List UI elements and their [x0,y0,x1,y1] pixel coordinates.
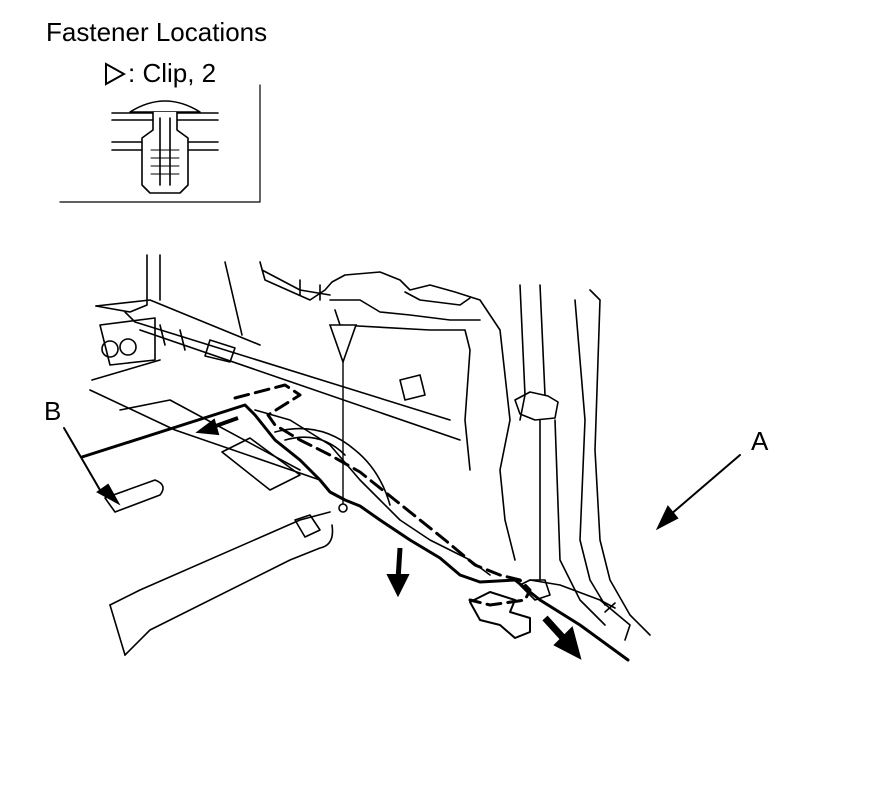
fastener-legend: : Clip, 2 [104,58,216,89]
clip-detail-inset [59,84,261,203]
harness-dashed-line [233,383,532,607]
callout-b-label: B [44,396,62,426]
callout-a-label: A [751,426,769,456]
callout-a-leader [669,454,741,516]
clip-triangle-icon [105,61,126,86]
callout-b-leader [63,427,101,491]
callout-a-arrowhead [655,505,679,531]
harness-b-line [80,403,630,662]
removal-arrow-down [386,547,410,598]
legend-text: : Clip, 2 [128,58,217,88]
page-title: Fastener Locations [46,17,268,47]
removal-arrow-left [195,416,239,436]
clip-location-marker [328,324,358,513]
removal-arrow-outward [542,615,582,660]
callout-b-arrowhead [96,483,121,506]
